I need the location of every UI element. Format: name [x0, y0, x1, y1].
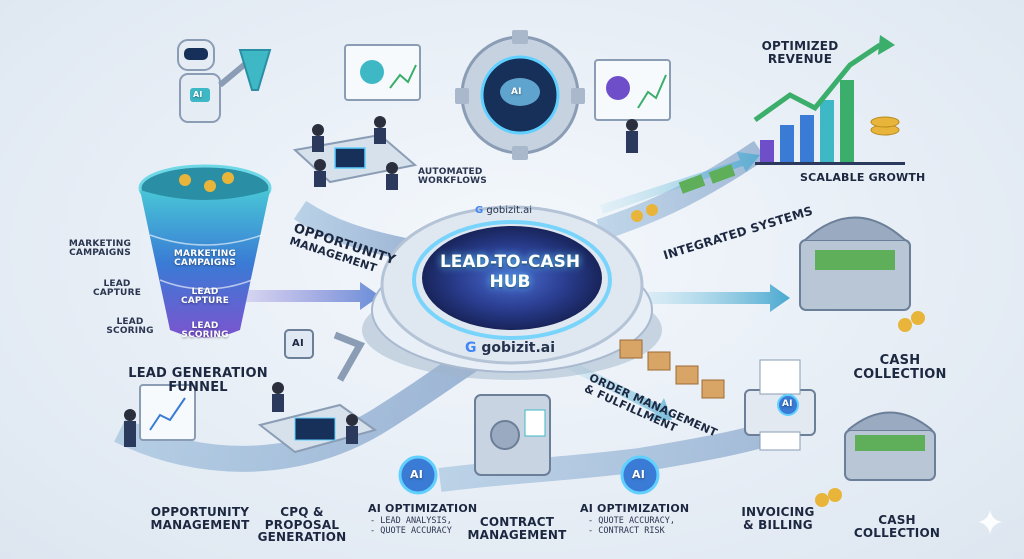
- funnel-caption-line2: FUNNEL: [168, 379, 228, 395]
- ai-badge-desk: AI: [292, 338, 304, 349]
- sparkle-icon: [978, 510, 1002, 534]
- label-automated-line1: AUTOMATED: [418, 167, 483, 177]
- label-ai-optimization-right: AI OPTIMIZATION: [580, 502, 690, 515]
- hub-platform: [362, 205, 662, 380]
- contract-vault: [474, 394, 551, 476]
- funnel-stage-capture-line2: CAPTURE: [180, 296, 230, 307]
- hub-title: LEAD-TO-CASH HUB: [420, 252, 600, 292]
- label-cash-right-line2: COLLECTION: [853, 366, 947, 382]
- ai-opt-right-note1: - QUOTE ACCURACY,: [588, 516, 675, 526]
- money-on-path: [631, 164, 736, 222]
- label-cpq-proposal: CPQ & PROPOSAL GENERATION: [242, 506, 362, 544]
- arrow-funnel-to-hub: [240, 282, 380, 310]
- brand-top-text: gobizit.ai: [486, 205, 533, 216]
- label-contract-management: CONTRACT MANAGEMENT: [462, 516, 572, 541]
- label-invoicing-line2: & BILLING: [743, 517, 813, 532]
- label-automated-line2: WORKFLOWS: [418, 176, 487, 187]
- funnel-stage-capture-line1: LEAD: [191, 287, 219, 297]
- side-label-marketing-line2: CAMPAIGNS: [69, 248, 131, 259]
- label-cash-bottom-line2: COLLECTION: [853, 525, 941, 540]
- hub-glow-ring: [412, 220, 612, 340]
- arrow-hub-to-cash: [640, 284, 790, 312]
- side-label-capture-line1: LEAD: [103, 279, 131, 289]
- ai-opt-right-note2: - CONTRACT RISK: [588, 525, 665, 536]
- funnel-stage-marketing-text: MARKETING CAMPAIGNS: [173, 249, 237, 269]
- ai-optimization-right-notes: - QUOTE ACCURACY, - CONTRACT RISK: [588, 516, 675, 537]
- label-automated-workflows: AUTOMATED WORKFLOWS: [418, 167, 487, 187]
- hub-core: [422, 226, 602, 330]
- side-label-marketing: MARKETING CAMPAIGNS: [55, 239, 145, 259]
- order-boxes: [619, 339, 725, 399]
- lead-funnel: [138, 164, 272, 338]
- label-cash-collection-bottom: CASH COLLECTION: [842, 514, 952, 539]
- label-invoicing-line1: INVOICING: [741, 505, 815, 519]
- ai-badge-brain: AI: [511, 87, 522, 97]
- brand-bottom: G gobizit.ai: [465, 340, 555, 356]
- label-opportunity-bottom: OPPORTUNITY MANAGEMENT: [140, 506, 260, 531]
- ai-badge-gear-left: AI: [410, 468, 424, 481]
- label-optimized-line1: OPTIMIZED: [761, 39, 839, 53]
- treasure-chest-top: [799, 216, 925, 332]
- label-opportunity-bottom-line2: MANAGEMENT: [150, 517, 250, 532]
- side-label-capture: LEAD CAPTURE: [82, 279, 152, 299]
- label-cpq-line1: CPQ & PROPOSAL: [264, 505, 340, 532]
- label-contract-line2: MANAGEMENT: [467, 527, 567, 542]
- label-contract-line1: CONTRACT: [479, 515, 555, 529]
- robot-figure: [177, 39, 272, 123]
- ai-optimization-left-notes: - LEAD ANALYSIS, - QUOTE ACCURACY: [370, 516, 452, 537]
- label-cpq-line2: GENERATION: [257, 530, 347, 545]
- dashboards: [344, 44, 671, 153]
- ai-badge-gear-right: AI: [632, 468, 646, 481]
- label-cash-collection-right: CASH COLLECTION: [845, 354, 955, 381]
- brand-top: G gobizit.ai: [475, 205, 532, 216]
- ai-brain-gear: [455, 30, 585, 160]
- label-opportunity-bottom-line1: OPPORTUNITY: [150, 505, 250, 519]
- label-scalable-growth: SCALABLE GROWTH: [800, 171, 926, 184]
- funnel-stage-scoring-line1: LEAD: [191, 321, 219, 331]
- funnel-stage-scoring: LEAD SCORING: [175, 321, 235, 341]
- funnel-caption-line1: LEAD GENERATION: [128, 366, 268, 381]
- presenter-bottom-left: [124, 384, 196, 447]
- funnel-stage-scoring-line2: SCORING: [181, 330, 229, 341]
- side-label-marketing-line1: MARKETING: [68, 239, 132, 249]
- label-ai-optimization-left: AI OPTIMIZATION: [368, 502, 478, 515]
- side-label-scoring-line2: SCORING: [106, 326, 154, 337]
- label-cash-right-line1: CASH: [879, 353, 921, 368]
- robotic-arm-desk: [257, 331, 378, 454]
- ai-gear-badges: [284, 329, 799, 495]
- funnel-caption: LEAD GENERATION FUNNEL: [128, 367, 268, 394]
- hub-title-line2: HUB: [489, 271, 531, 292]
- ai-opt-left-note2: - QUOTE ACCURACY: [370, 525, 452, 536]
- side-label-scoring: LEAD SCORING: [100, 317, 160, 337]
- meeting-table-top: [292, 116, 418, 190]
- brand-g-icon: G: [475, 205, 484, 216]
- path-top-left: [293, 200, 413, 261]
- funnel-stage-marketing: MARKETING CAMPAIGNS: [160, 249, 250, 269]
- label-optimized-revenue: OPTIMIZED REVENUE: [740, 40, 860, 65]
- ai-badge-robot: AI: [193, 90, 203, 99]
- label-cash-bottom-line1: CASH: [878, 513, 916, 527]
- side-label-capture-line2: CAPTURE: [92, 288, 142, 299]
- label-invoicing-billing: INVOICING & BILLING: [728, 506, 828, 531]
- brand-g-icon: G: [465, 340, 477, 356]
- ai-opt-left-note1: - LEAD ANALYSIS,: [370, 516, 452, 526]
- funnel-stage-capture: LEAD CAPTURE: [170, 287, 240, 307]
- label-optimized-line2: REVENUE: [767, 51, 833, 66]
- side-label-scoring-line1: LEAD: [116, 317, 144, 327]
- brand-bottom-text: gobizit.ai: [481, 340, 556, 356]
- treasure-chest-bottom: [815, 411, 936, 507]
- ai-badge-printer: AI: [782, 399, 793, 409]
- revenue-growth-chart: [753, 35, 905, 165]
- hub-title-line1: LEAD-TO-CASH: [439, 252, 581, 272]
